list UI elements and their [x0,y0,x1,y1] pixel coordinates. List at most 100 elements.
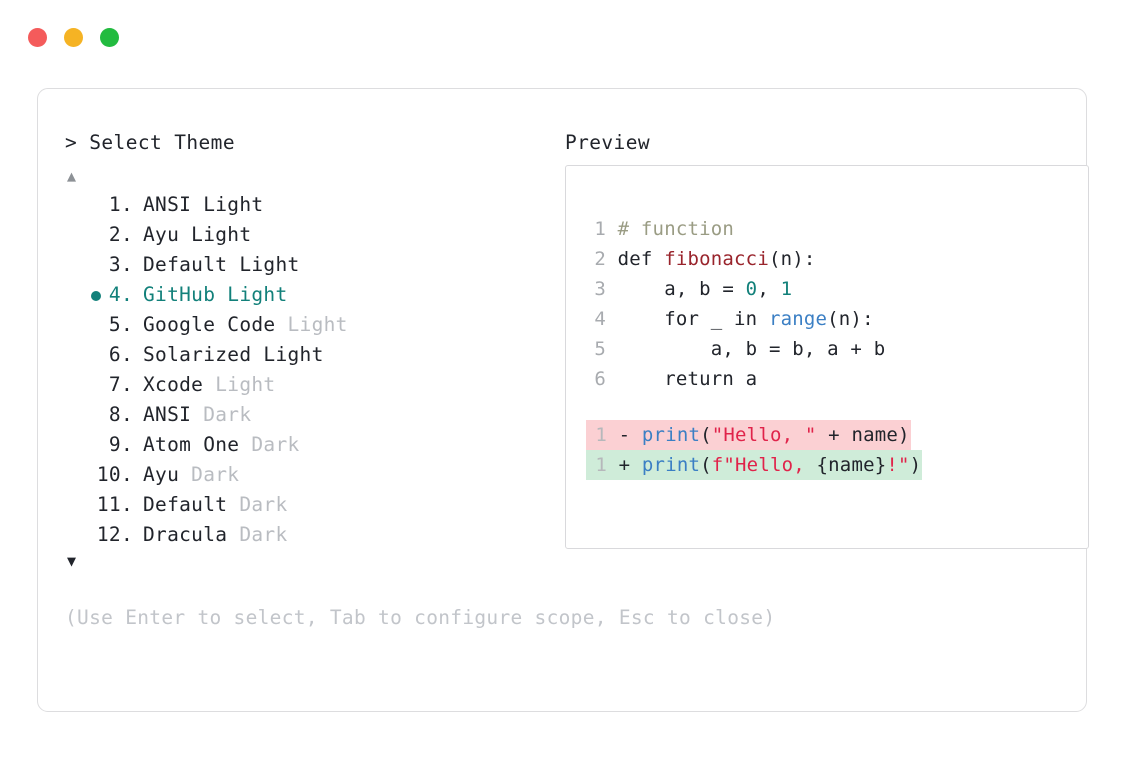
close-dot[interactable] [28,28,47,47]
code-token: print [641,454,701,476]
theme-item-variant: Light [227,253,300,276]
keyboard-hint: (Use Enter to select, Tab to configure s… [65,606,776,629]
theme-item-number: 9. [108,433,133,456]
code-token: 1 [780,278,793,300]
code-token: (n): [768,248,816,270]
theme-item-name: Default [143,253,228,276]
theme-item-name: Solarized [143,343,252,366]
theme-item-variant: Light [275,313,348,336]
body-columns: ▲ 1.ANSI Light 2. Ayu Light 3. Default Light… [65,165,1089,572]
code-token: !" [886,454,910,476]
code-token: 0 [745,278,758,300]
theme-list-item[interactable]: 2. Ayu Light [65,220,545,250]
diff-highlight: 1 + print(f"Hello, {name}!") [586,450,923,480]
scroll-down-arrow-icon[interactable]: ▼ [67,552,77,570]
line-number: 1 [595,424,607,446]
code-token: a, b = b, a + b [617,338,886,360]
code-line: 1 # function [586,214,1088,244]
gutter-gap [606,218,618,240]
theme-item-name: Xcode [143,373,204,396]
theme-item-variant: Dark [239,433,300,456]
theme-list-item[interactable]: 4. GitHub Light [65,280,545,310]
line-number: 1 [595,454,607,476]
preview-title: Preview [565,131,650,154]
theme-item-name: Atom One [143,433,240,456]
theme-list-item[interactable]: 8.ANSI Dark [65,400,545,430]
line-number: 1 [594,218,606,240]
theme-item-name: ANSI [143,403,192,426]
selected-bullet-icon [91,291,101,301]
scroll-up-arrow-icon[interactable]: ▲ [67,167,77,185]
theme-item-name: GitHub [143,283,216,306]
diff-added-line: 1 + print(f"Hello, {name}!") [586,450,1088,480]
theme-list-column: ▲ 1.ANSI Light 2. Ayu Light 3. Default Light… [65,165,545,572]
theme-list-item[interactable]: 1.ANSI Light [65,190,545,220]
theme-item-variant: Light [251,343,324,366]
theme-item-variant: Dark [227,493,288,516]
gutter-gap [606,278,618,300]
theme-item-name: Google Code [143,313,276,336]
theme-list-item[interactable]: 5. Google Code Light [65,310,545,340]
diff-highlight: 1 - print("Hello, " + name) [586,420,911,450]
theme-item-number: 2. [108,223,133,246]
theme-item-name: Ayu [143,223,180,246]
theme-list-item[interactable]: 6.Solarized Light [65,340,545,370]
code-token: - [607,424,642,446]
code-token: for _ in [617,308,769,330]
code-line: 3 a, b = 0, 1 [586,274,1088,304]
theme-list-item[interactable]: 7.Xcode Light [65,370,545,400]
code-token: # function [617,218,735,240]
code-token: return a [617,368,758,390]
theme-item-number: 4. [108,283,133,306]
theme-list-item[interactable]: 9. Atom One Dark [65,430,545,460]
panel-content: > Select Theme Preview ▲ 1.ANSI Light 2. A… [65,131,1089,691]
line-number: 4 [594,308,606,330]
theme-item-name: Default [143,493,228,516]
code-token: "Hello, " [711,424,817,446]
theme-item-variant: Light [191,193,264,216]
maximize-dot[interactable] [100,28,119,47]
theme-item-number: 8. [108,403,133,426]
code-line: 2 def fibonacci(n): [586,244,1088,274]
code-token: ( [700,454,712,476]
code-token: + [607,454,642,476]
theme-list-item[interactable]: 12.Dracula Dark [65,520,545,550]
theme-list-item[interactable]: 11. Default Dark [65,490,545,520]
theme-item-variant: Light [179,223,252,246]
code-token: fibonacci [664,248,769,270]
line-number: 2 [594,248,606,270]
code-token: (n): [827,308,874,330]
theme-list-item[interactable]: 10. Ayu Dark [65,460,545,490]
line-number: 6 [594,368,606,390]
theme-item-variant: Light [203,373,276,396]
page-title: > Select Theme [65,131,235,154]
line-number: 5 [594,338,606,360]
theme-list-item[interactable]: 3. Default Light [65,250,545,280]
code-line: 6 return a [586,364,1088,394]
headers-row: > Select Theme Preview [65,131,1064,165]
theme-item-name: ANSI [143,193,192,216]
code-line: 5 a, b = b, a + b [586,334,1088,364]
theme-item-number: 3. [108,253,133,276]
theme-item-number: 10. [96,463,133,486]
line-number: 3 [594,278,606,300]
minimize-dot[interactable] [64,28,83,47]
code-token: def [617,248,665,270]
theme-item-variant: Dark [179,463,240,486]
code-token: f"Hello, [711,454,817,476]
theme-item-number: 5. [108,313,133,336]
code-line: 4 for _ in range(n): [586,304,1088,334]
gutter-gap [606,308,618,330]
theme-item-number: 11. [96,493,133,516]
diff-removed-line: 1 - print("Hello, " + name) [586,420,1088,450]
code-token: a, b = [617,278,746,300]
theme-item-variant: Light [215,283,288,306]
window-titlebar [28,28,119,47]
code-token: , [757,278,781,300]
theme-item-number: 12. [96,523,133,546]
theme-item-name: Ayu [143,463,180,486]
theme-item-name: Dracula [143,523,228,546]
